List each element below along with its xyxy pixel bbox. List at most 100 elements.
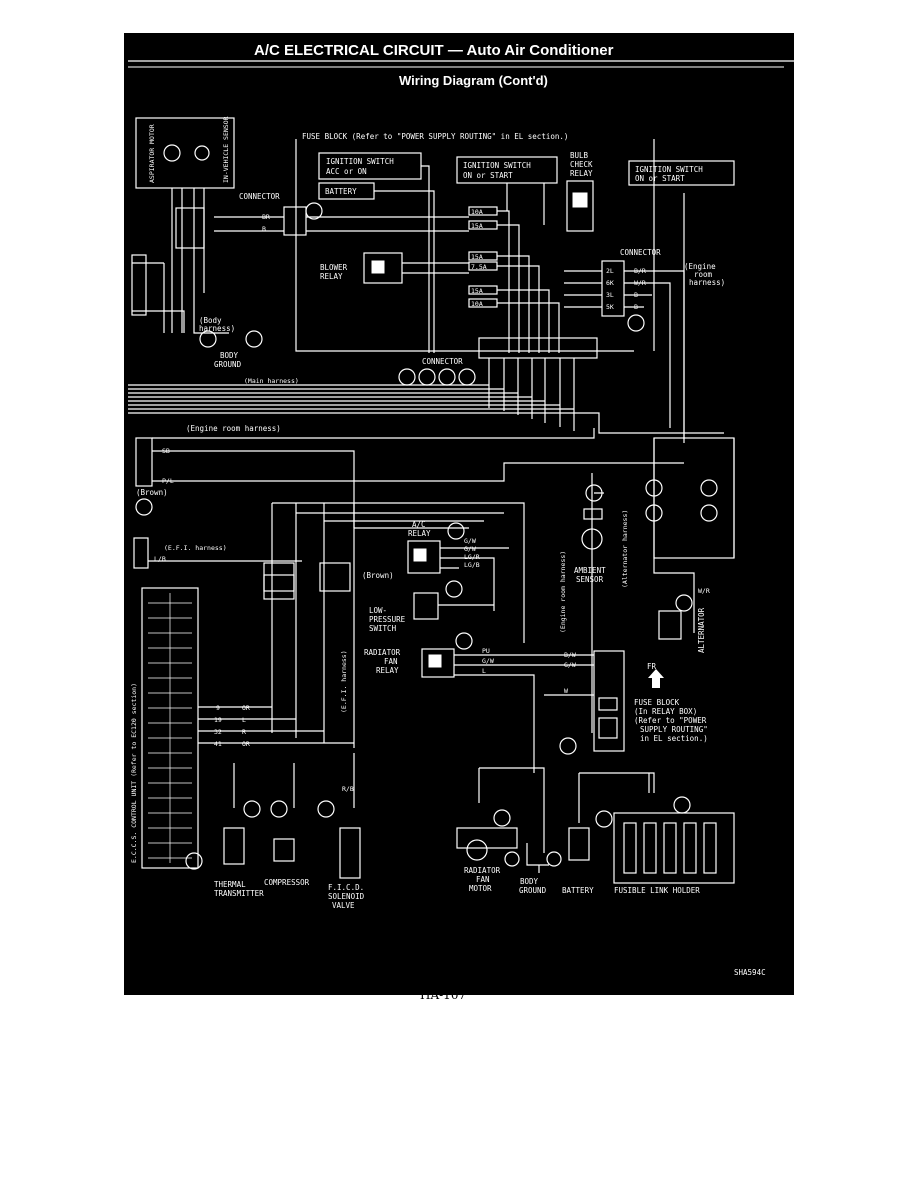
ac-pin-1: G/W [464,545,476,553]
fuse-label-5: 10A [471,300,483,308]
bulb-check-relay-coil [572,192,588,208]
low-pressure-switch [413,592,439,620]
low-pressure-label-3: SWITCH [369,624,397,633]
engine-room-right-2: room [694,270,713,279]
ecc-control-unit [141,587,199,869]
thermal-label-2: TRANSMITTER [214,889,264,898]
body-ground-connector [199,330,217,348]
low-pressure-label: LOW- [369,606,387,615]
fusible-link-5 [703,822,717,874]
ign-switch-on-label: IGNITION SWITCH [463,161,531,170]
page-number: HA-107 [420,988,467,1002]
connector-e9 [447,522,465,540]
engine-harness-connector [135,437,153,487]
battery-label: BATTERY [562,886,594,895]
radiator-relay-label-3: RELAY [376,666,399,675]
ambient-label-2: SENSOR [576,575,604,584]
connector-e6 [455,632,473,650]
conn-e16 [700,479,718,497]
frb-pin-2: W [564,687,568,695]
body-harness-label-2: harness) [199,324,235,333]
fuse-label-3: 7.5A [471,263,487,271]
blower-relay-label-2: RELAY [320,272,343,281]
conn-a4 [700,504,718,522]
ecu-color-0: OR [242,704,250,712]
alternator-harness-vertical: (Alternator harness) [621,510,629,588]
rconn-3: 5K [606,303,614,311]
fuse-column: 10A 15A 15A 7.5A 15A 10A [468,206,498,308]
fusible-link-2 [643,822,657,874]
rad-pin-0: PU [482,647,490,655]
ambient-sensor-symbol [581,528,603,550]
ign-switch-right-sub: ON or START [635,174,685,183]
sensor-symbol [194,145,210,161]
frb-pin-1: G/W [564,661,576,669]
ecu-pin-19: 19 [214,716,222,724]
fusible-link-4 [683,822,697,874]
blower-relay-coil [371,260,385,274]
alt-wire: W/R [698,587,710,595]
connector-e12 [319,562,351,592]
connector-right-label: CONNECTOR [620,248,661,257]
connector-bottom [478,337,598,359]
fuse-block-relay-label-3: (Refer to "POWER [634,716,707,725]
ac-relay-label: A/C [412,520,426,529]
connector-top-label: CONNECTOR [239,192,280,201]
ac-relay-coil [413,548,427,562]
ambient-connector [583,508,603,520]
ac-relay [407,540,441,574]
connector-e56-right [627,314,645,332]
fr-label: FR [647,662,657,671]
ign-switch-right-box [628,160,735,186]
alternator-symbol [658,610,682,640]
body-harness-label: (Body [199,316,222,325]
connector-e31 [243,800,261,818]
connector-e32 [185,852,203,870]
frb-pin-0: B/W [564,651,576,659]
connector-a6 [675,594,693,612]
efi-harness-vertical: (E.F.I. harness) [340,650,348,713]
in-vehicle-sensor-label: IN-VEHICLE SENSOR [222,116,230,183]
fuse-block-relay-label: FUSE BLOCK [634,698,680,707]
connector-e11 [135,498,153,516]
brown-label-2: (Brown) [362,571,394,580]
connector-e23 [585,484,603,502]
motor-symbol [163,144,181,162]
ign-switch-right-label: IGNITION SWITCH [635,165,703,174]
connector-e8 [559,737,577,755]
bulb-check-label-3: RELAY [570,169,593,178]
conn-m11 [438,368,456,386]
body-ground-b-label-2: GROUND [519,886,547,895]
connector-e28 [504,851,520,867]
relay-fuse-2 [598,717,618,739]
engine-room-right-3: harness) [689,278,725,287]
conn-m1 [398,368,416,386]
connector-top [283,206,307,236]
ecu-pin-32: 32 [214,728,222,736]
fusible-link-1 [623,822,637,874]
connector-e38-top [305,202,323,220]
radiator-relay-coil [428,654,442,668]
fuse-label-2: 15A [471,253,483,261]
connector-e10 [263,562,295,592]
fusible-link-holder [613,812,735,884]
bulb-check-relay [566,180,594,232]
left-harness-connector [131,254,147,316]
radiator-motor-label-3: MOTOR [469,884,492,893]
ac-pin-3: LG/B [464,561,480,569]
ficd-label-3: VALVE [332,901,355,910]
bulb-check-label: BULB [570,151,589,160]
fuse-block-note: FUSE BLOCK (Refer to "POWER SUPPLY ROUTI… [302,132,568,141]
radiator-fan-relay [421,648,455,678]
connector-e15 [263,574,295,600]
fusible-link-label: FUSIBLE LINK HOLDER [614,886,700,895]
wire-b: B [262,225,266,233]
body-ground-b-label: BODY [520,877,539,886]
engine-room-vertical: (Engine room harness) [559,551,567,633]
rconn-2: 3L [606,291,614,299]
page-title: A/C ELECTRICAL CIRCUIT — Auto Air Condit… [254,42,614,59]
thermal-label: THERMAL [214,880,246,889]
fuse-label-4: 15A [471,287,483,295]
battery-box-label: BATTERY [325,187,357,196]
ac-pin-2: LG/R [464,553,480,561]
